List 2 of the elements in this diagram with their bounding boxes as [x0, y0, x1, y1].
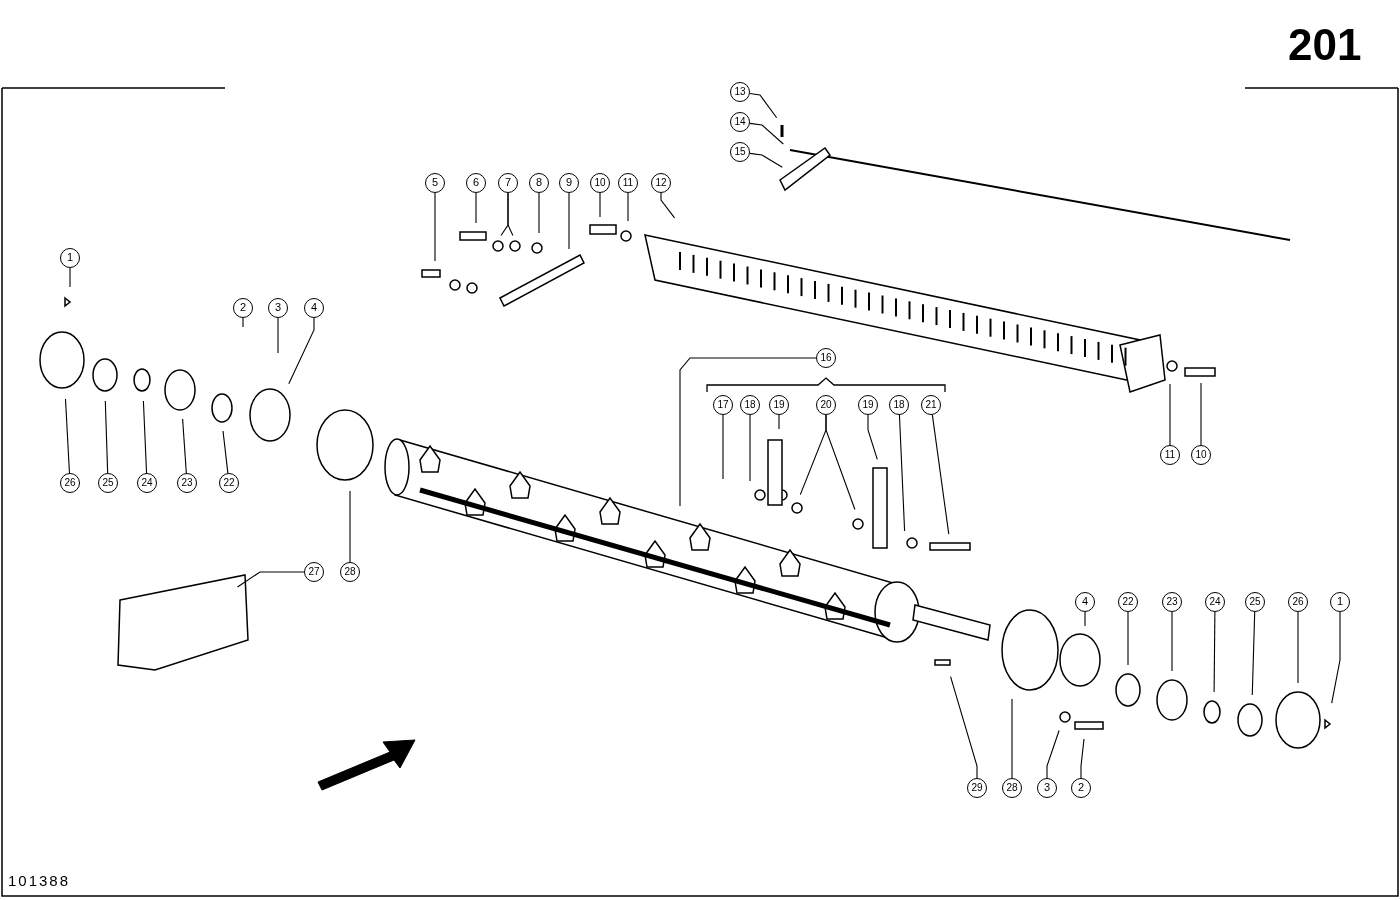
page-number: 201 — [1288, 20, 1362, 70]
drawing-number: 101388 — [8, 872, 71, 889]
